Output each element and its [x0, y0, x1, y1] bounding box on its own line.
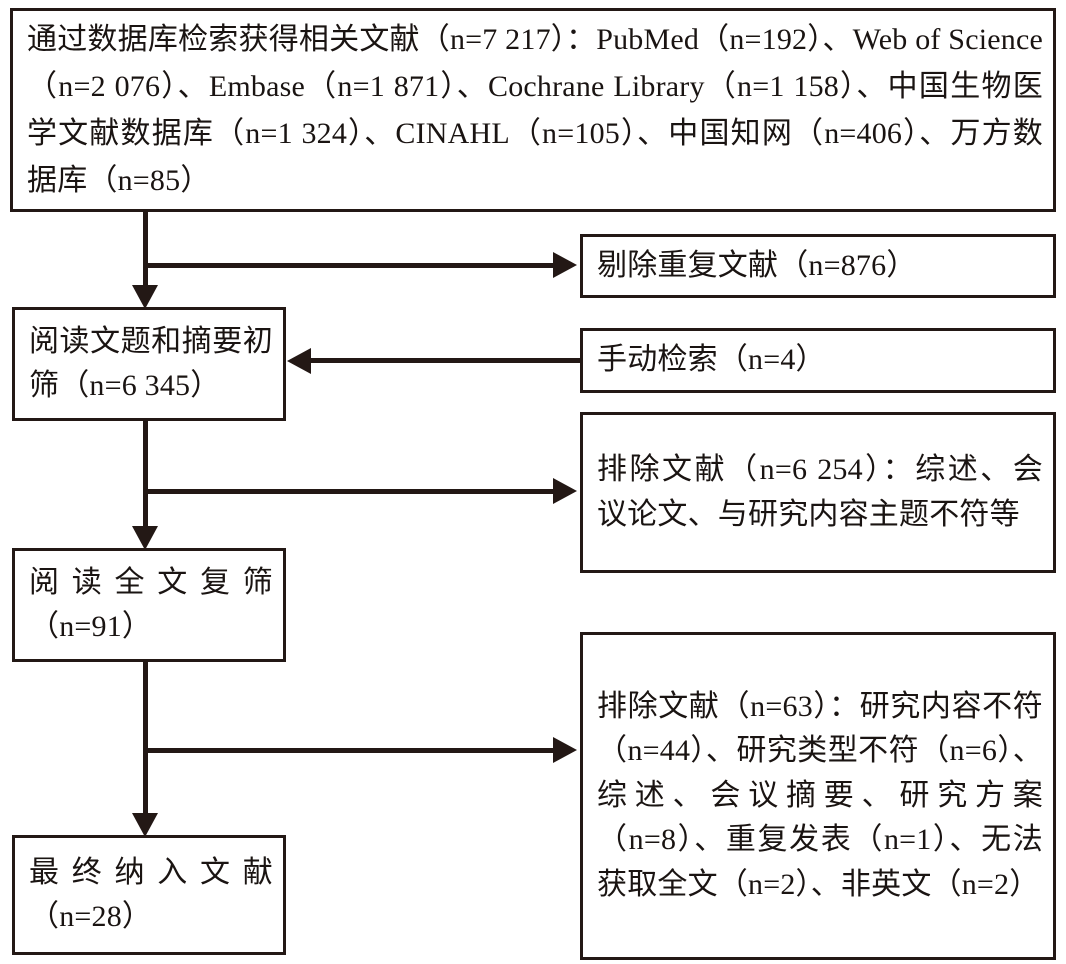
arrow-search-to-duplicates: [553, 252, 577, 278]
arrow-manual-to-screening: [287, 348, 311, 374]
connector-manual-to-screening: [310, 358, 580, 363]
arrow-screening-to-excluded: [553, 478, 577, 504]
node-manual-search: 手动检索（n=4）: [580, 328, 1056, 393]
node-database-search-label: 通过数据库检索获得相关文献（n=7 217）：PubMed（n=192）、Web…: [27, 22, 1043, 198]
node-title-abstract-screening: 阅读文题和摘要初筛（n=6 345）: [12, 307, 286, 421]
node-fulltext-review: 阅读全文复筛（n=91）: [12, 548, 286, 662]
arrow-fulltext-to-included: [132, 813, 158, 837]
connector-fulltext-to-included-trunk: [143, 662, 148, 822]
connector-screening-to-fulltext-trunk: [143, 421, 148, 535]
connector-fulltext-to-excluded: [143, 748, 558, 753]
node-final-included-label: 最终纳入文献（n=28）: [29, 855, 273, 933]
node-final-included: 最终纳入文献（n=28）: [12, 835, 286, 955]
node-duplicates-removed: 剔除重复文献（n=876）: [580, 234, 1056, 298]
node-excluded-at-screening: 排除文献（n=6 254）：综述、会议论文、与研究内容主题不符等: [580, 412, 1056, 573]
connector-screening-to-excluded: [143, 489, 558, 494]
node-title-abstract-screening-label: 阅读文题和摘要初筛（n=6 345）: [29, 324, 273, 402]
node-excluded-at-fulltext-label: 排除文献（n=63）：研究内容不符（n=44）、研究类型不符（n=6）、综述、会…: [597, 690, 1043, 901]
connector-search-to-screening-trunk: [143, 212, 148, 294]
node-duplicates-removed-label: 剔除重复文献（n=876）: [597, 248, 917, 282]
node-database-search: 通过数据库检索获得相关文献（n=7 217）：PubMed（n=192）、Web…: [10, 8, 1056, 212]
node-excluded-at-screening-label: 排除文献（n=6 254）：综述、会议论文、与研究内容主题不符等: [597, 453, 1043, 531]
arrow-fulltext-to-excluded: [553, 737, 577, 763]
arrow-search-to-screening: [132, 285, 158, 309]
node-fulltext-review-label: 阅读全文复筛（n=91）: [29, 565, 273, 643]
node-manual-search-label: 手动检索（n=4）: [597, 343, 826, 377]
arrow-screening-to-fulltext: [132, 526, 158, 550]
connector-search-to-duplicates: [143, 263, 558, 268]
node-excluded-at-fulltext: 排除文献（n=63）：研究内容不符（n=44）、研究类型不符（n=6）、综述、会…: [580, 632, 1056, 960]
